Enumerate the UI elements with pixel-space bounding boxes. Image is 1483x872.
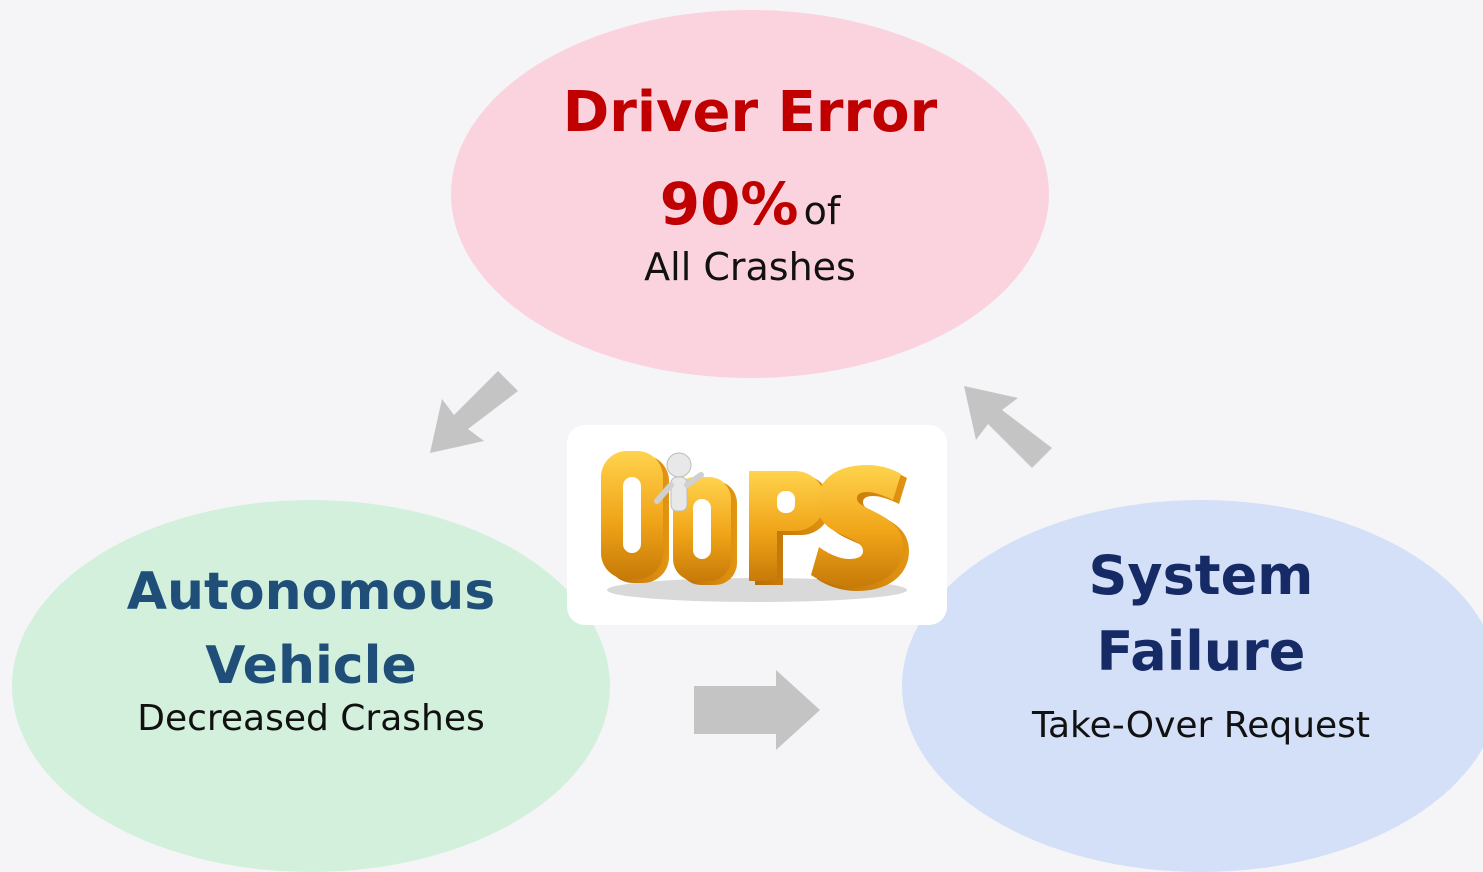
- autonomous-title-line1: Autonomous: [126, 562, 496, 622]
- autonomous-vehicle-node: Autonomous Vehicle Decreased Crashes: [12, 500, 610, 872]
- oops-graphic: [601, 451, 909, 602]
- autonomous-title-line2: Vehicle: [205, 636, 417, 696]
- system-failure-node: System Failure Take-Over Request: [902, 500, 1483, 872]
- oops-letter-o1: [601, 451, 669, 583]
- driver-error-subtitle: All Crashes: [644, 245, 856, 289]
- autonomous-vehicle-subtitle: Decreased Crashes: [137, 698, 485, 739]
- autonomous-vehicle-title: Autonomous Vehicle: [12, 555, 610, 703]
- driver-error-title: Driver Error: [562, 80, 938, 145]
- system-title-line2: Failure: [1096, 620, 1306, 683]
- driver-error-percent: 90%: [659, 170, 799, 238]
- arrow-down-left-icon: [430, 371, 518, 453]
- oops-letter-o2: [673, 477, 737, 585]
- oops-letter-s: [811, 465, 909, 591]
- driver-error-node: Driver Error 90% of All Crashes: [451, 10, 1049, 378]
- driver-error-stat: 90% of: [451, 170, 1049, 238]
- oops-letter-p: [749, 471, 831, 585]
- arrow-right-icon: [694, 670, 820, 750]
- arrow-up-left-icon: [964, 386, 1052, 468]
- system-title-line1: System: [1088, 544, 1314, 607]
- oops-image: [567, 425, 947, 625]
- system-failure-subtitle: Take-Over Request: [1031, 705, 1371, 746]
- system-failure-title: System Failure: [902, 538, 1483, 690]
- figure-icon: [654, 452, 704, 512]
- driver-error-of: of: [803, 189, 841, 233]
